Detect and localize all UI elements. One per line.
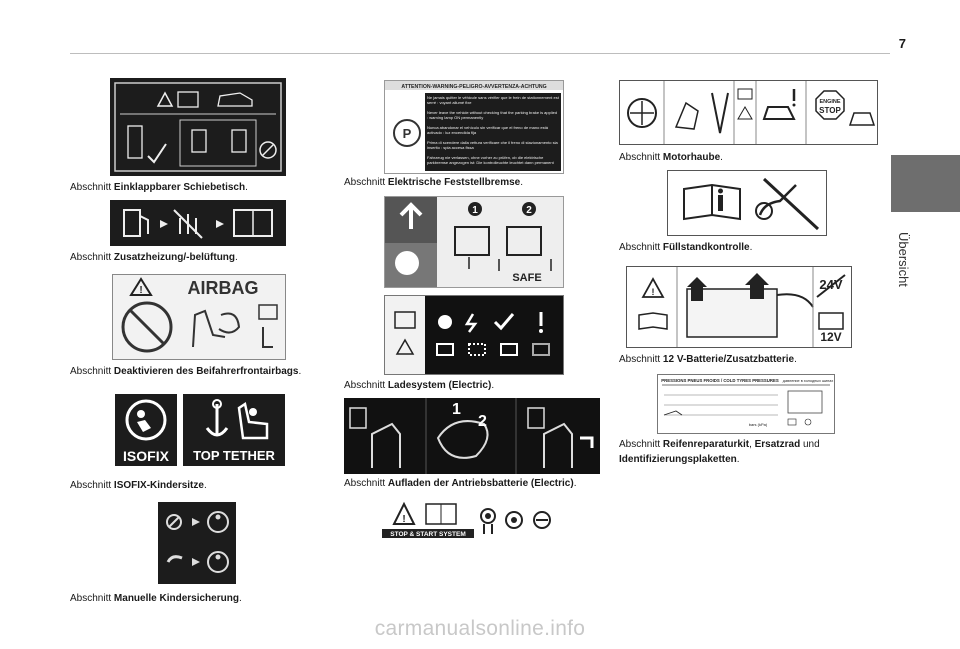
- caption-parking-brake: Abschnitt Elektrische Feststellbremse.: [344, 177, 523, 188]
- step-two-number: 2: [526, 205, 532, 216]
- brake-line: Prima di scendere dalla vettura verifica…: [427, 140, 558, 151]
- caption-battery-12v: Abschnitt 12 V-Batterie/Zusatzbatterie.: [619, 354, 797, 365]
- top-tether-label-image: TOP TETHER: [183, 394, 285, 466]
- caption-bonnet: Abschnitt Motorhaube.: [619, 152, 723, 163]
- svg-text:!: !: [402, 514, 405, 525]
- level-check-label-image: [667, 170, 827, 236]
- stop-text: STOP: [819, 106, 841, 115]
- airbag-text: AIRBAG: [188, 278, 259, 298]
- voltage-12v-text: 12V: [820, 330, 841, 344]
- caption-traction-battery: Abschnitt Aufladen der Antriebsbatterie …: [344, 478, 577, 489]
- caption-airbag: Abschnitt Deaktivieren des Beifahrerfron…: [70, 366, 302, 377]
- stop-start-text: STOP & START SYSTEM: [390, 531, 465, 538]
- page-number: 7: [898, 36, 906, 51]
- isofix-text: ISOFIX: [123, 448, 170, 464]
- tyre-pressure-units: bars (kPa): [749, 422, 768, 427]
- charging-system-label-image: [384, 295, 564, 375]
- child-lock-label-image: [158, 502, 236, 584]
- airbag-label-image: ! AIRBAG: [112, 274, 286, 360]
- stop-start-label-image: ! STOP & START SYSTEM: [380, 500, 560, 542]
- engine-text: ENGINE: [819, 99, 840, 105]
- svg-text:1: 1: [452, 401, 461, 418]
- heating-label-image: [110, 200, 286, 246]
- battery-12v-label-image: ! 24V 12V: [626, 266, 852, 348]
- brake-line: Ne jamais quitter le véhicule sans vérif…: [427, 95, 559, 106]
- step-one-number: 1: [472, 205, 478, 216]
- watermark: carmanualsonline.info: [374, 617, 586, 640]
- caption-child-lock: Abschnitt Manuelle Kindersicherung.: [70, 593, 242, 604]
- caption-folding-table: Abschnitt Einklappbarer Schiebetisch.: [70, 182, 248, 193]
- svg-text:!: !: [139, 285, 142, 296]
- caption-tyre-kit-line-1: Abschnitt Reifenreparaturkit, Ersatzrad …: [619, 439, 820, 450]
- caption-isofix: Abschnitt ISOFIX-Kindersitze.: [70, 480, 207, 491]
- caption-heating: Abschnitt Zusatzheizung/-belüftung.: [70, 252, 238, 263]
- isofix-label-image: ISOFIX: [115, 394, 177, 466]
- gear-selector-label-image: 1 2 SAFE: [384, 196, 564, 288]
- brake-warning-header: ATTENTION-WARNING-PELIGRO-AVVERTENZA-ACH…: [401, 84, 546, 90]
- parking-brake-label-image: ATTENTION-WARNING-PELIGRO-AVVERTENZA-ACH…: [384, 80, 564, 174]
- brake-line: Fahrzeug nie verlassen, ohne vorher zu p…: [427, 155, 554, 166]
- side-tab-label: Übersicht: [896, 232, 911, 287]
- tyre-pressure-header: PRESSIONS PNEUS FROIDS / COLD TYRES PRES…: [661, 378, 779, 383]
- header-rule: [70, 53, 890, 54]
- caption-charging-system: Abschnitt Ladesystem (Electric).: [344, 380, 495, 391]
- side-tab[interactable]: [891, 155, 960, 212]
- caption-tyre-kit-line-2: Identifizierungsplaketten.: [619, 454, 740, 465]
- tyre-pressure-russian: давление в холодных шинах: [783, 379, 834, 383]
- top-tether-text: TOP TETHER: [193, 448, 275, 463]
- svg-text:!: !: [652, 287, 655, 297]
- brake-line: Never leave the vehicle without checking…: [427, 110, 558, 121]
- traction-battery-label-image: 1 2: [344, 398, 600, 474]
- brake-line: Nunca abandonar el vehículo sin verifica…: [427, 125, 548, 136]
- tyre-pressure-label-image: PRESSIONS PNEUS FROIDS / COLD TYRES PRES…: [657, 374, 835, 434]
- svg-text:2: 2: [478, 413, 487, 430]
- svg-text:P: P: [403, 126, 412, 141]
- caption-level-check: Abschnitt Füllstandkontrolle.: [619, 242, 753, 253]
- safe-text: SAFE: [512, 272, 541, 284]
- bonnet-label-image: ENGINE STOP: [619, 80, 878, 145]
- folding-table-label-image: [110, 78, 286, 176]
